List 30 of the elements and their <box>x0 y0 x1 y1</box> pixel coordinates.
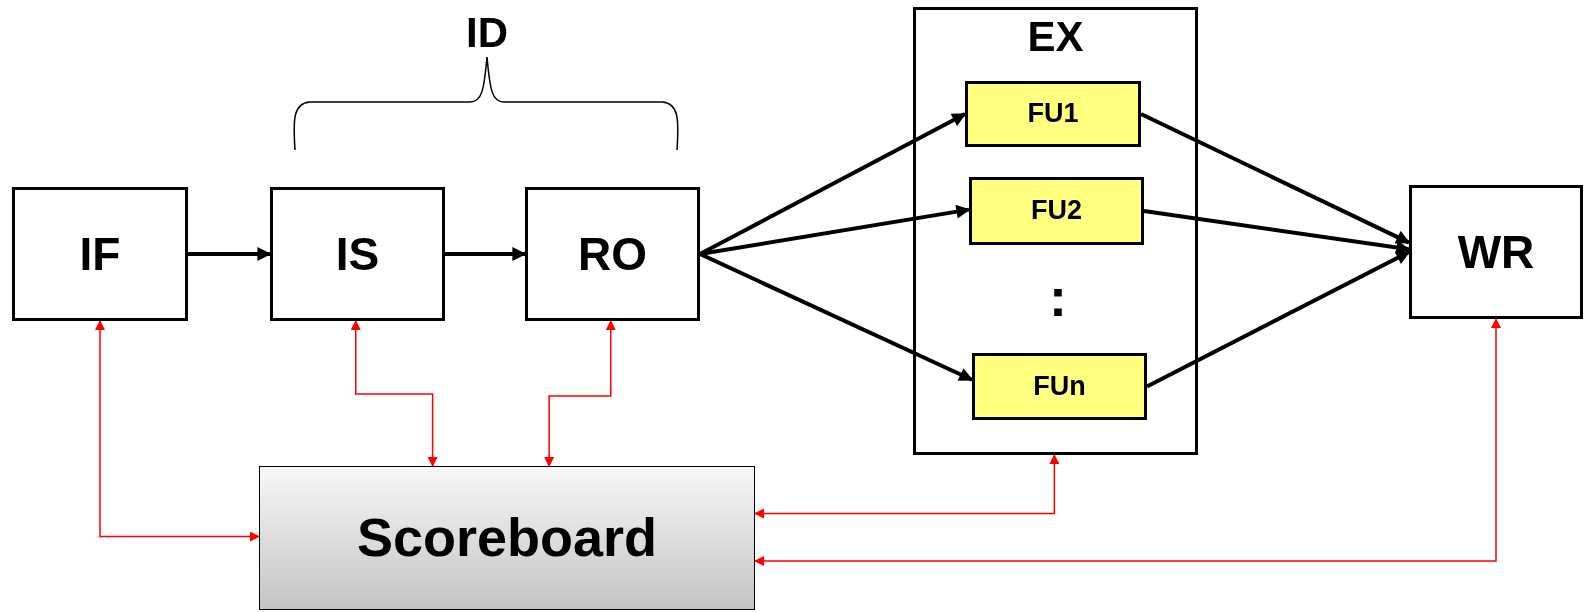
arrow <box>699 252 974 382</box>
arrow <box>188 247 272 261</box>
arrow <box>1146 250 1411 389</box>
arrow <box>754 454 1060 519</box>
stage-container <box>913 7 1198 455</box>
unit-label: FUn <box>1033 371 1086 402</box>
stage-label: IS <box>335 228 380 280</box>
unit-label: FU1 <box>1027 99 1079 129</box>
stage-label: WR <box>1457 226 1535 278</box>
stage-box <box>1409 185 1583 319</box>
stage-box <box>12 187 188 321</box>
arrow <box>350 320 438 467</box>
functional-unit-box <box>969 177 1144 245</box>
arrow <box>1140 112 1411 245</box>
stage-group-label: ID <box>465 10 509 57</box>
unit-label: FU2 <box>1031 196 1082 226</box>
functional-unit-box <box>965 81 1141 147</box>
functional-unit-box <box>972 353 1147 420</box>
stage-box <box>525 187 700 321</box>
scoreboard-box <box>259 466 755 610</box>
continuation-dots: : <box>1048 268 1068 328</box>
arrow <box>544 320 616 467</box>
arrow <box>754 318 1501 567</box>
stage-box <box>270 187 445 321</box>
stage-label: IF <box>79 228 121 280</box>
stage-label: EX <box>1027 14 1084 61</box>
arrow <box>445 247 527 261</box>
stage-label: RO <box>578 228 647 280</box>
arrow <box>95 320 260 542</box>
scoreboard-label: Scoreboard <box>356 508 658 568</box>
